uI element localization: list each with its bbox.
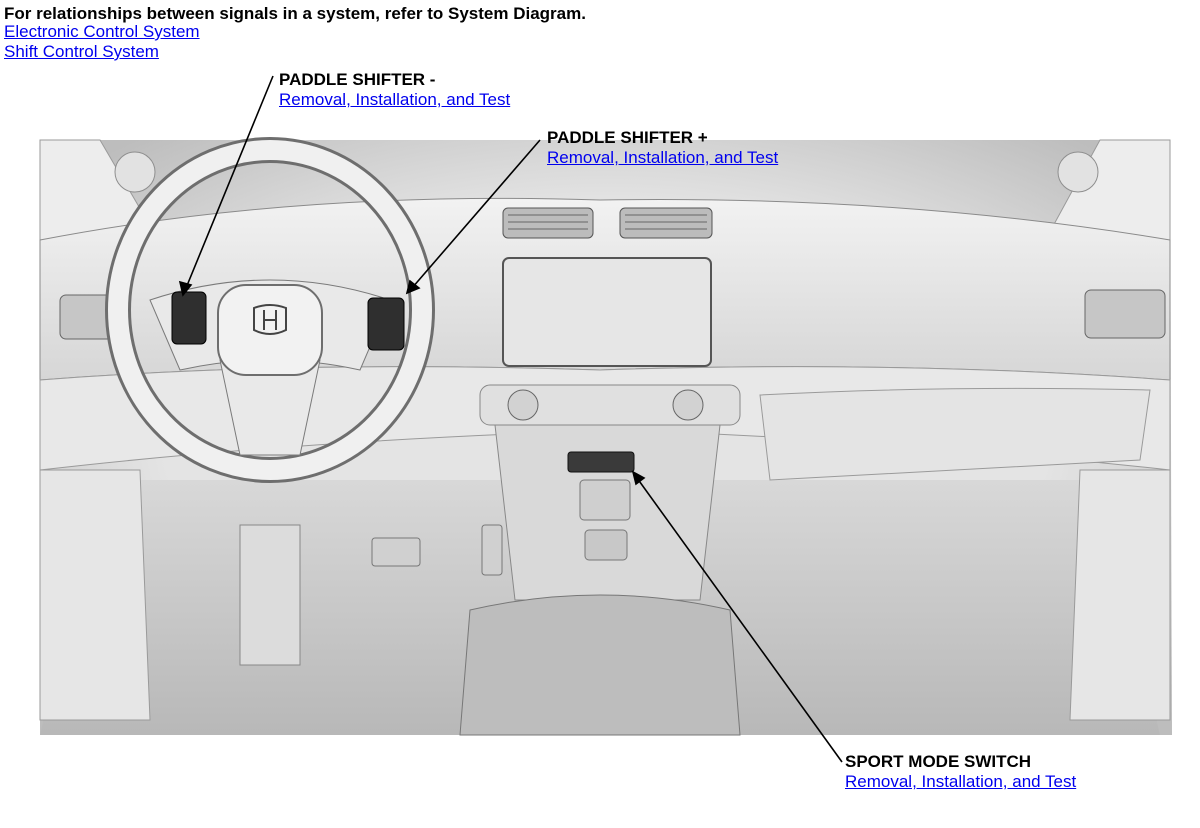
left-door-panel bbox=[39, 469, 151, 721]
arrowhead-paddle-minus bbox=[178, 280, 193, 297]
left-speaker bbox=[114, 151, 156, 193]
center-vent-left bbox=[502, 207, 594, 239]
accelerator-pedal bbox=[481, 524, 503, 576]
leader-sport-mode bbox=[636, 477, 843, 763]
arrowhead-sport-mode bbox=[631, 470, 646, 486]
paddle-shifter-minus-link[interactable]: Removal, Installation, and Test bbox=[279, 90, 511, 109]
floor-mat-left bbox=[239, 524, 301, 666]
right-side-vent bbox=[1084, 289, 1166, 339]
intro-text: For relationships between signals in a s… bbox=[4, 4, 586, 23]
right-door-panel bbox=[1069, 469, 1171, 721]
honda-logo bbox=[253, 304, 287, 335]
leader-paddle-plus bbox=[411, 139, 541, 289]
brake-pedal bbox=[371, 537, 421, 567]
climate-knob-left bbox=[507, 389, 539, 421]
callout-sport-mode-switch: SPORT MODE SWITCH Removal, Installation,… bbox=[845, 752, 1076, 792]
paddle-shifter-minus-label: PADDLE SHIFTER - bbox=[279, 70, 436, 89]
glovebox bbox=[759, 387, 1151, 481]
paddle-shifter-plus-link[interactable]: Removal, Installation, and Test bbox=[547, 148, 779, 167]
sport-mode-switch-link[interactable]: Removal, Installation, and Test bbox=[845, 772, 1077, 791]
arrowhead-paddle-plus bbox=[405, 279, 421, 295]
center-vent-right bbox=[619, 207, 713, 239]
leader-paddle-minus bbox=[185, 75, 274, 289]
callout-paddle-shifter-minus: PADDLE SHIFTER - Removal, Installation, … bbox=[279, 70, 510, 110]
electronic-control-system-link[interactable]: Electronic Control System bbox=[4, 22, 200, 41]
infotainment-screen bbox=[502, 257, 712, 367]
center-armrest bbox=[459, 594, 741, 736]
console-button-block bbox=[579, 479, 631, 521]
shift-control-system-link[interactable]: Shift Control System bbox=[4, 42, 159, 61]
console-cupholder bbox=[584, 529, 628, 561]
paddle-shifter-minus bbox=[171, 291, 207, 345]
paddle-shifter-plus bbox=[367, 297, 405, 351]
paddle-shifter-plus-label: PADDLE SHIFTER + bbox=[547, 128, 708, 147]
sport-mode-switch-unit bbox=[567, 451, 635, 473]
climate-knob-right bbox=[672, 389, 704, 421]
callout-paddle-shifter-plus: PADDLE SHIFTER + Removal, Installation, … bbox=[547, 128, 778, 168]
right-speaker bbox=[1057, 151, 1099, 193]
steering-wheel bbox=[105, 137, 435, 483]
sport-mode-switch-label: SPORT MODE SWITCH bbox=[845, 752, 1032, 771]
